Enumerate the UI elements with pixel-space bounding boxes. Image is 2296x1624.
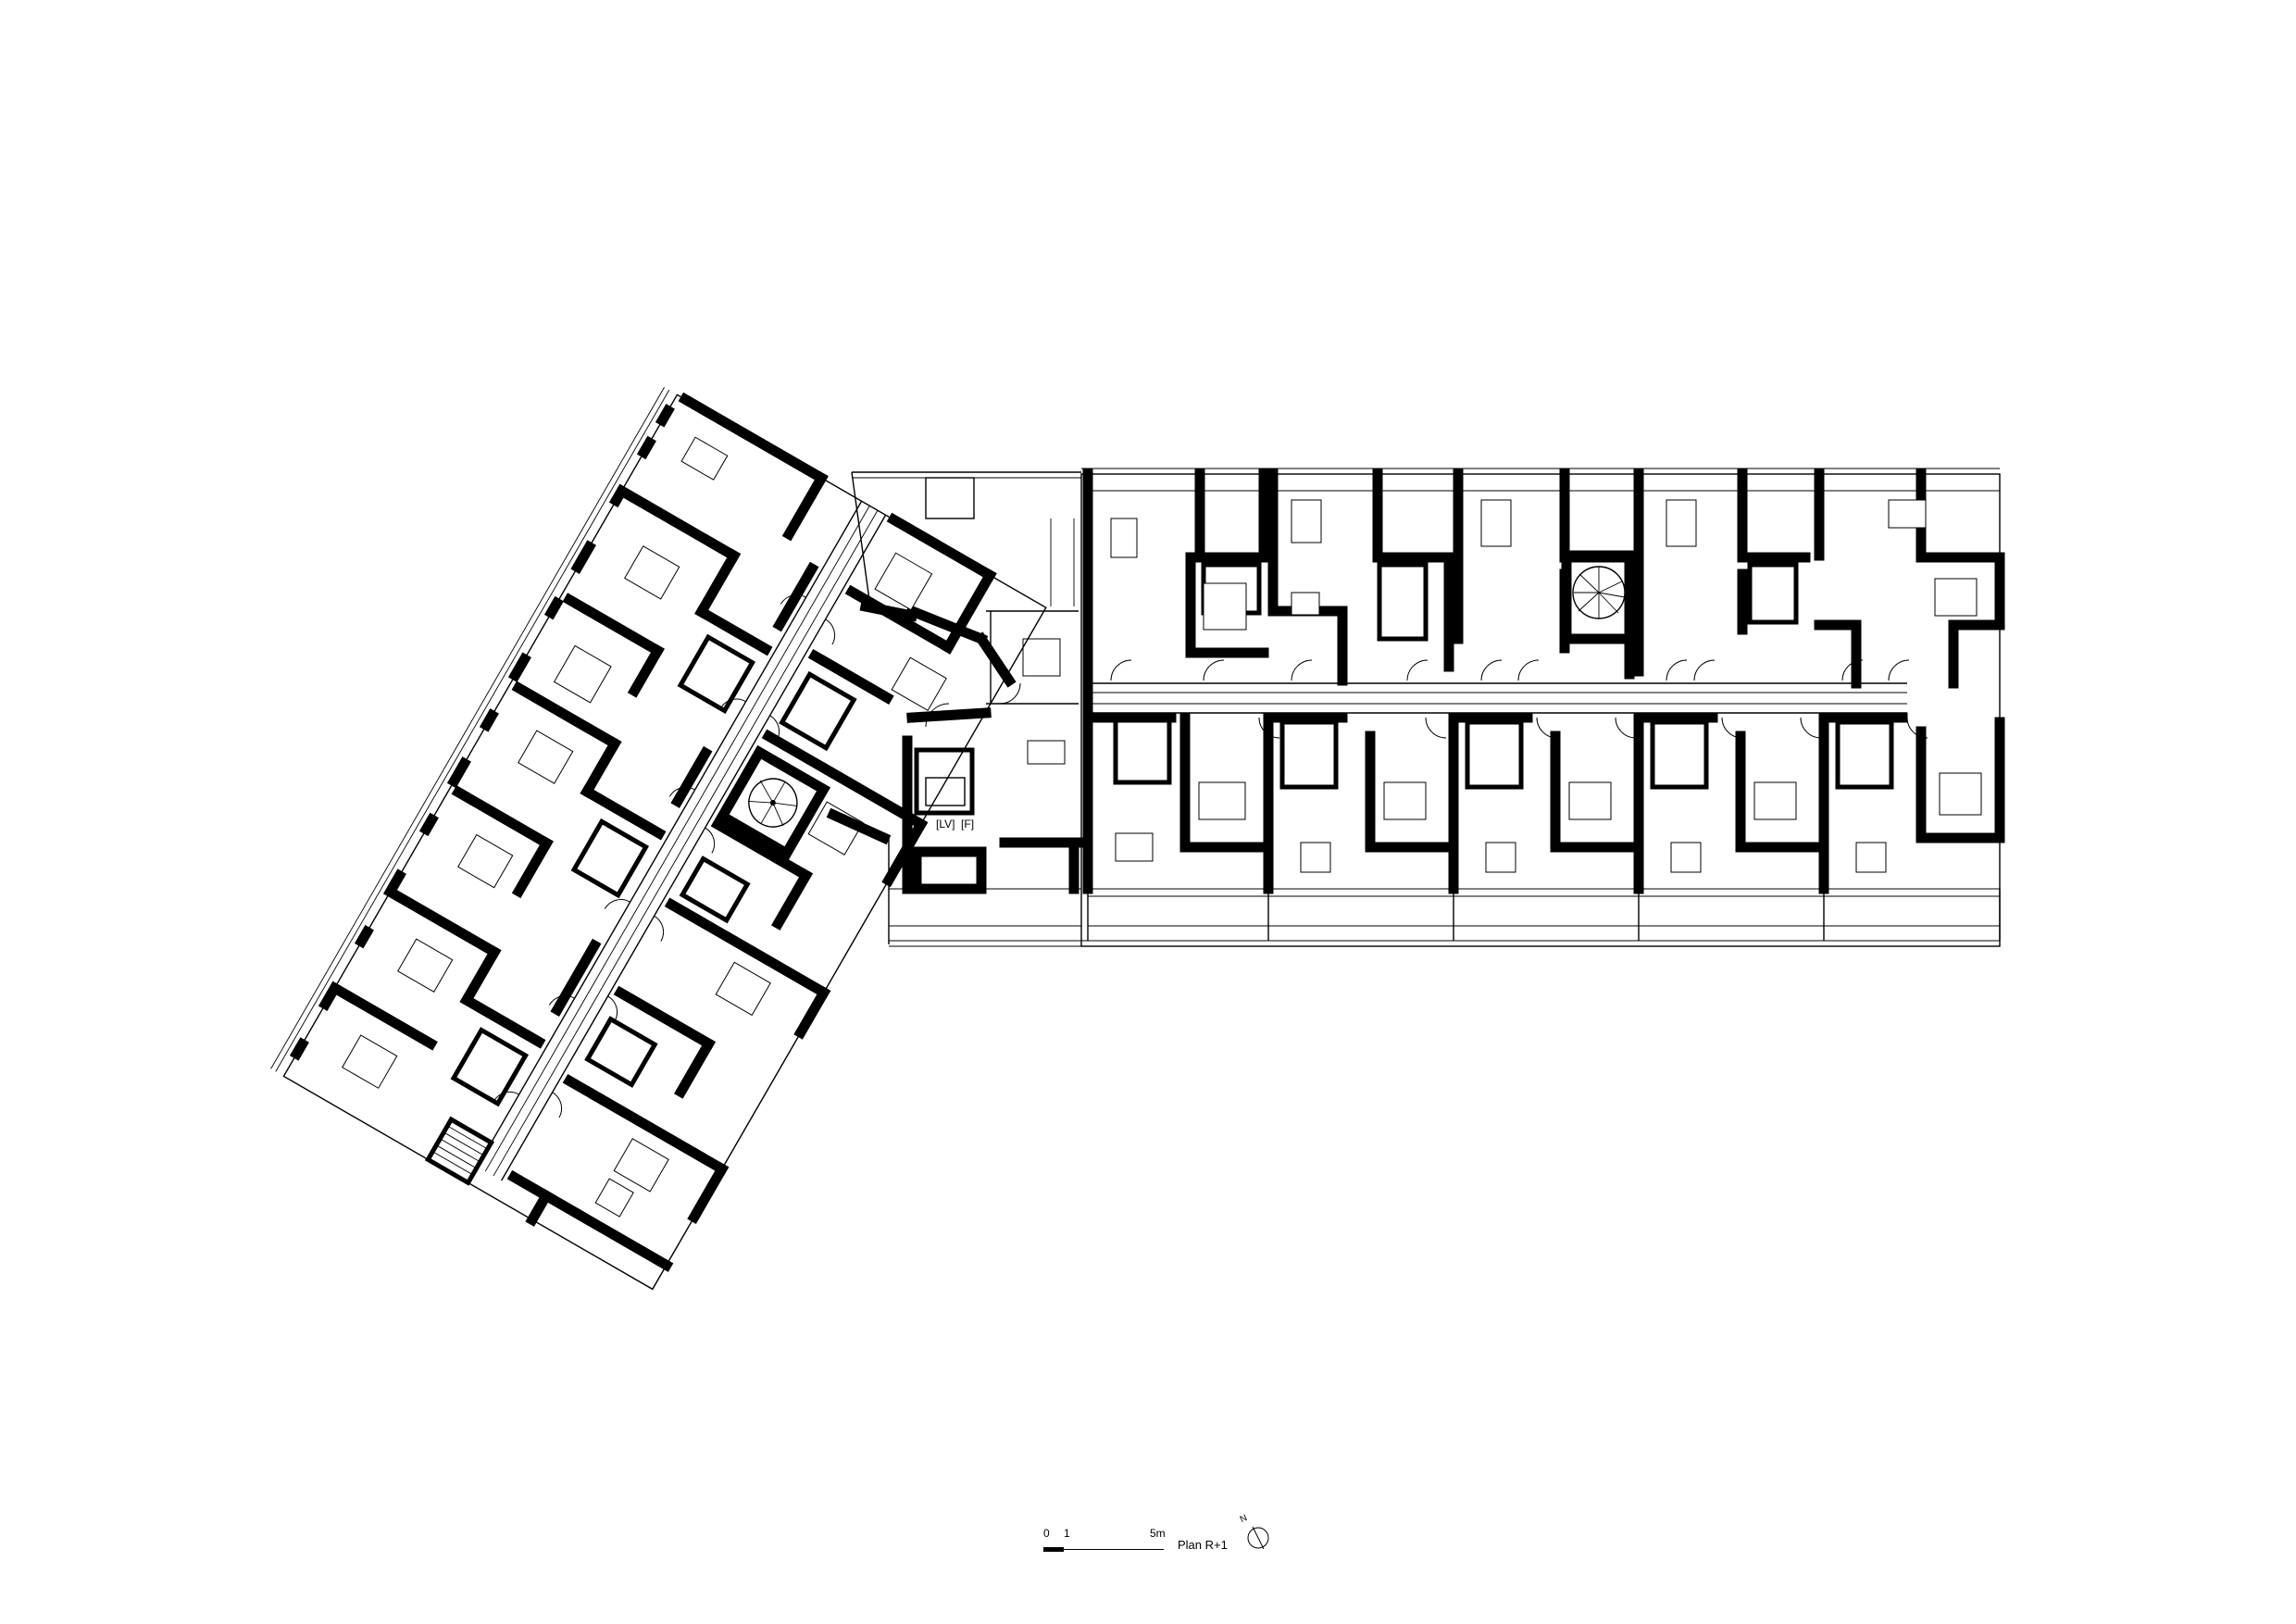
east-bathrooms [1113,562,1894,790]
west-spiral-stair [715,744,831,861]
west-bathrooms [450,633,857,1107]
east-balconies [1087,490,2001,941]
scale-tick-one: 1 [1064,1527,1070,1540]
west-corridor [477,500,887,1181]
north-arrow-icon [1247,1526,1269,1550]
scale-bar-line [1043,1549,1164,1550]
west-entrance-stair [424,1116,495,1186]
scale-tick-zero: 0 [1043,1527,1050,1540]
east-wing-outline [1080,473,2001,947]
scale-tick-five: 5m [1150,1527,1166,1540]
east-furniture [1110,499,1982,873]
room-tag-f: [F] [961,818,974,831]
west-facade-piers [289,404,675,1061]
wing-connector [826,471,918,944]
room-tag-lv: [LV] [936,818,955,831]
core-services [914,747,975,816]
east-wing [889,468,2005,947]
east-corridor [1088,682,1907,714]
east-doors [1110,659,1928,739]
west-doors [493,594,836,1118]
west-wing [270,387,1047,1291]
east-spiral-stair [1561,550,1637,644]
scale-bar: 0 1 5m [1043,1528,1173,1565]
lift-shaft [925,477,975,519]
plan-title: Plan R+1 [1178,1538,1228,1552]
west-furniture [342,436,947,1218]
